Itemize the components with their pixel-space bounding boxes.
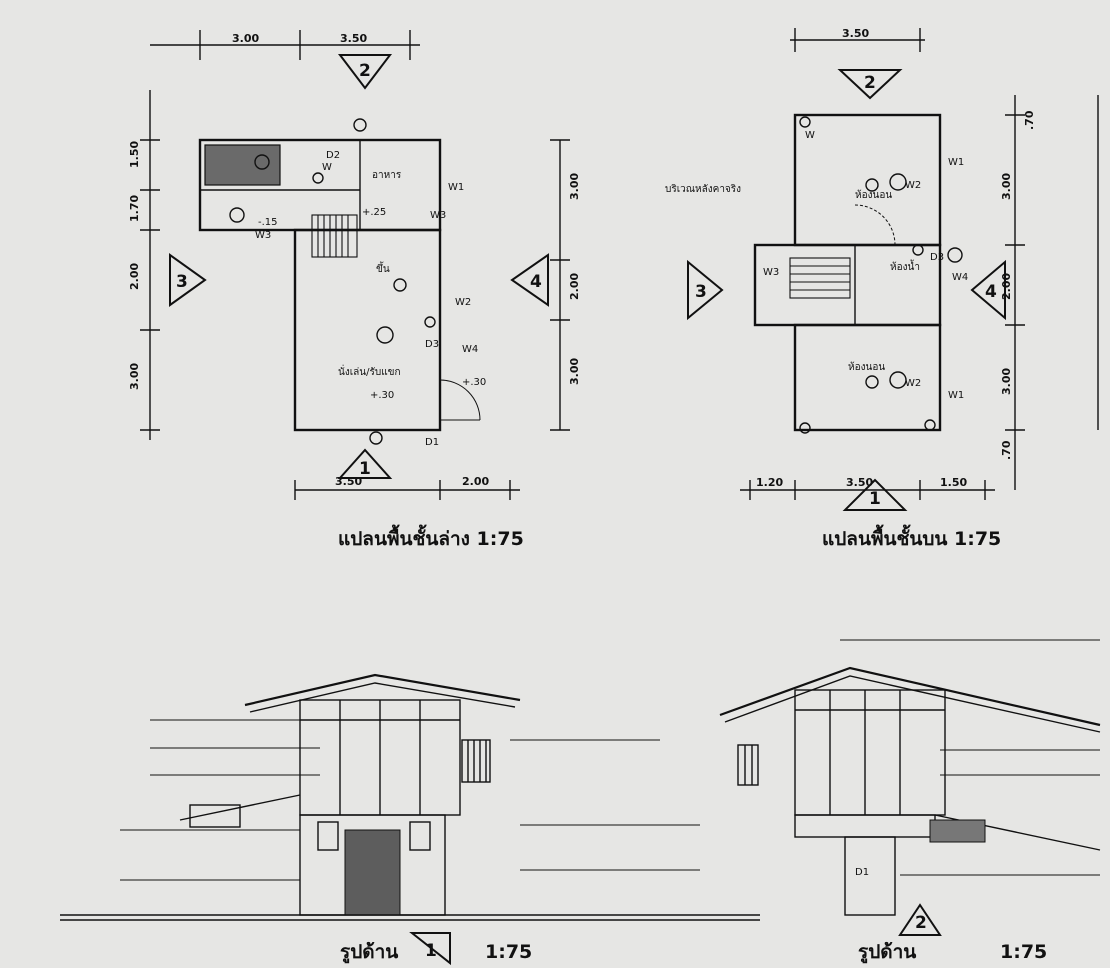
dim-g-right-3: 3.00 <box>568 358 581 385</box>
marker-1-elev: 1 <box>425 941 437 961</box>
tag-d3: D3 <box>425 339 439 350</box>
tag-u-w2b: W2 <box>905 378 921 389</box>
dim-u-right-2: 2.00 <box>1000 273 1013 300</box>
dim-g-bottom-a: 3.50 <box>335 475 362 488</box>
scale-elevation-2: 1:75 <box>1000 941 1047 963</box>
marker-2-ground: 2 <box>359 61 371 81</box>
tag-v1: +.25 <box>362 207 386 218</box>
tag-v2: -.15 <box>258 217 278 228</box>
title-elevation-1: รูปด้าน <box>340 941 398 964</box>
marker-2-upper: 2 <box>864 73 876 93</box>
dim-u-top: 3.50 <box>842 27 869 40</box>
scale-elevation-1: 1:75 <box>485 941 532 963</box>
tag-w4: W4 <box>462 344 478 355</box>
marker-2-elev: 2 <box>915 913 927 933</box>
tag-u-w2a: W2 <box>905 180 921 191</box>
tag-w3b: W3 <box>430 210 446 221</box>
tag-u-w1b: W1 <box>948 390 964 401</box>
dim-u-top-right: .70 <box>1023 110 1036 130</box>
elevation-2 <box>719 639 1101 936</box>
title-ground-plan: แปลนพื้นชั้นล่าง 1:75 <box>338 524 524 550</box>
tag-d1: D1 <box>425 437 439 448</box>
tag-u-w3: W3 <box>763 267 779 278</box>
tag-w2: W2 <box>455 297 471 308</box>
dim-g-bottom-b: 2.00 <box>462 475 489 488</box>
room-bedroom-2: ห้องนอน <box>848 361 885 373</box>
dim-g-top-a: 3.00 <box>232 32 259 45</box>
tag-w3: W3 <box>255 230 271 241</box>
tag-v3: +.30 <box>370 390 394 401</box>
dim-g-right-2: 2.00 <box>568 273 581 300</box>
dim-g-right-1: 3.00 <box>568 173 581 200</box>
tag-v4: +.30 <box>462 377 486 388</box>
title-elevation-2: รูปด้าน <box>858 941 916 964</box>
marker-4-ground: 4 <box>530 272 542 292</box>
room-bedroom-1: ห้องนอน <box>855 189 892 201</box>
room-kitchen: อาหาร <box>372 170 402 181</box>
ground-floor-plan <box>140 30 570 500</box>
dim-g-left-3: 2.00 <box>128 263 141 290</box>
tag-stair: ขึ้น <box>376 261 390 275</box>
upper-floor-plan <box>687 28 1099 511</box>
dim-u-right-1: 3.00 <box>1000 173 1013 200</box>
marker-1-upper: 1 <box>869 489 881 509</box>
room-toilet: ห้องน้ำ <box>890 259 920 273</box>
dim-u-bottom-c: 1.50 <box>940 476 967 489</box>
tag-w: W <box>322 162 332 173</box>
tag-u-d3: D3 <box>930 252 944 263</box>
tag-u-w4: W4 <box>952 272 968 283</box>
tag-u-w: W <box>805 130 815 141</box>
marker-4-upper: 4 <box>985 282 997 302</box>
tag-elev-d1: D1 <box>855 867 869 878</box>
dim-g-left-4: 3.00 <box>128 363 141 390</box>
dim-g-left-1: 1.50 <box>128 141 141 168</box>
dim-u-right-3: 3.00 <box>1000 368 1013 395</box>
marker-3-upper: 3 <box>695 282 707 302</box>
tag-d2: D2 <box>326 150 340 161</box>
room-living: นั่งเล่น/รับแขก <box>338 364 401 378</box>
dim-u-bottom-a: 1.20 <box>756 476 783 489</box>
marker-1-ground: 1 <box>359 459 371 479</box>
tag-u-w1a: W1 <box>948 157 964 168</box>
tag-w1: W1 <box>448 182 464 193</box>
dim-g-left-2: 1.70 <box>128 195 141 222</box>
dim-u-right-4: .70 <box>1000 440 1013 460</box>
room-balcony: บริเวณหลังคาจริง <box>665 184 741 195</box>
dim-g-top-b: 3.50 <box>340 32 367 45</box>
title-upper-plan: แปลนพื้นชั้นบน 1:75 <box>822 524 1001 550</box>
elevation-1 <box>60 673 760 966</box>
dim-u-bottom-b: 3.50 <box>846 476 873 489</box>
marker-3-ground: 3 <box>176 272 188 292</box>
